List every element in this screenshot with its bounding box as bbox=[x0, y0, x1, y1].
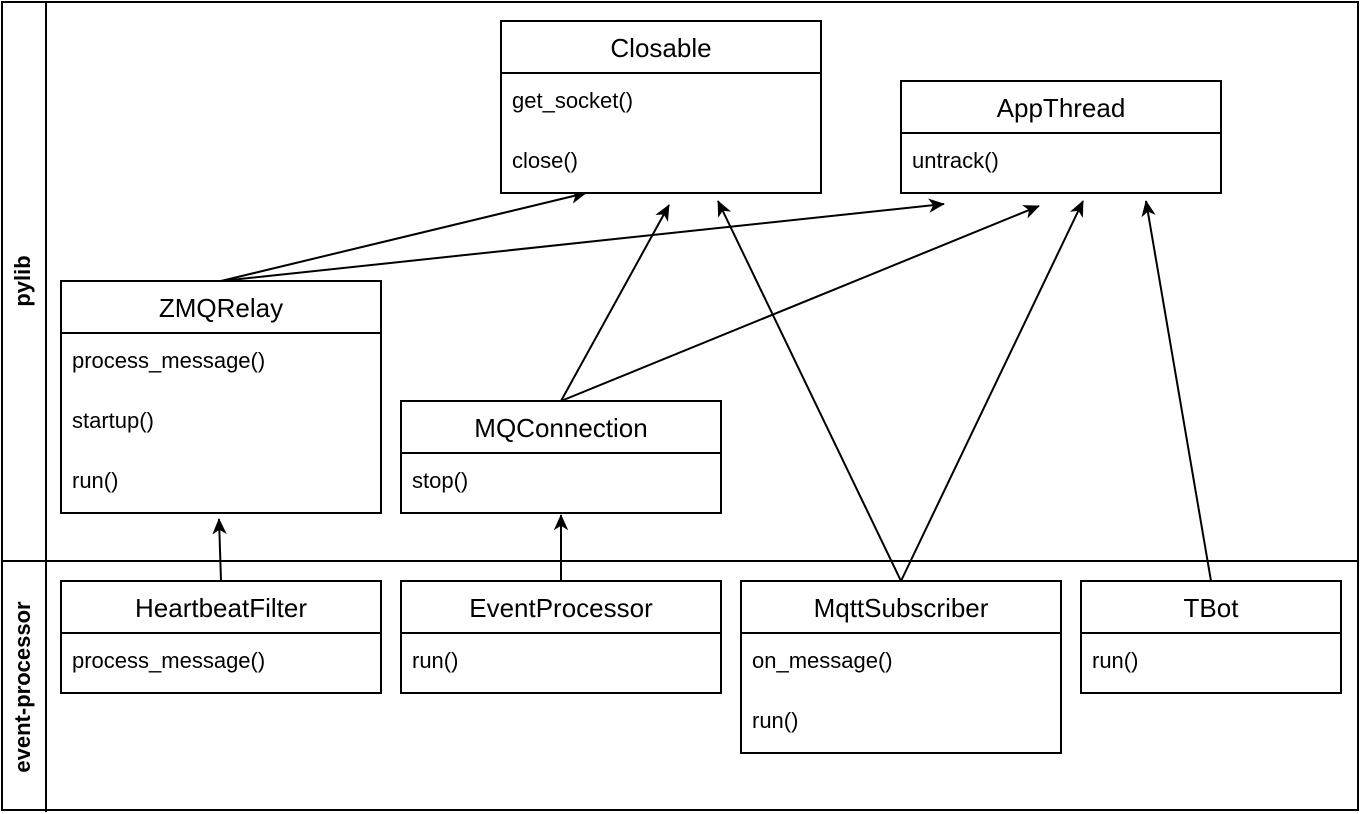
class-name-mqconnection: MQConnection bbox=[402, 402, 720, 454]
method-run: run() bbox=[72, 468, 119, 493]
class-name-appthread: AppThread bbox=[902, 82, 1220, 134]
method-process-message: process_message() bbox=[72, 648, 266, 673]
class-zmqrelay[interactable]: ZMQRelay process_message() startup() run… bbox=[60, 280, 382, 514]
class-name-zmqrelay: ZMQRelay bbox=[62, 282, 380, 334]
method-process-message: process_message() bbox=[72, 348, 266, 373]
class-appthread[interactable]: AppThread untrack() bbox=[900, 80, 1222, 194]
class-name-tbot: TBot bbox=[1082, 582, 1340, 634]
class-mqconnection[interactable]: MQConnection stop() bbox=[400, 400, 722, 514]
method-stop: stop() bbox=[412, 468, 469, 493]
lane-label-event-processor: event-processor bbox=[10, 600, 35, 773]
lane-header-pylib: pylib bbox=[1, 1, 47, 561]
method-close: close() bbox=[512, 148, 579, 173]
method-run: run() bbox=[1092, 648, 1139, 673]
class-eventprocessor[interactable]: EventProcessor run() bbox=[400, 580, 722, 694]
class-closable[interactable]: Closable get_socket() close() bbox=[500, 20, 822, 194]
class-tbot[interactable]: TBot run() bbox=[1080, 580, 1342, 694]
class-name-closable: Closable bbox=[502, 22, 820, 74]
method-get-socket: get_socket() bbox=[512, 88, 634, 113]
class-name-eventprocessor: EventProcessor bbox=[402, 582, 720, 634]
method-run: run() bbox=[752, 708, 799, 733]
class-heartbeatfilter[interactable]: HeartbeatFilter process_message() bbox=[60, 580, 382, 694]
method-run: run() bbox=[412, 648, 459, 673]
lane-label-pylib: pylib bbox=[10, 255, 35, 307]
class-name-mqttsubscriber: MqttSubscriber bbox=[742, 582, 1060, 634]
method-startup: startup() bbox=[72, 408, 154, 433]
lane-divider bbox=[1, 560, 1359, 562]
class-mqttsubscriber[interactable]: MqttSubscriber on_message() run() bbox=[740, 580, 1062, 754]
class-name-heartbeatfilter: HeartbeatFilter bbox=[62, 582, 380, 634]
method-on-message: on_message() bbox=[752, 648, 893, 673]
lane-header-event-processor: event-processor bbox=[1, 561, 47, 812]
method-untrack: untrack() bbox=[912, 148, 999, 173]
